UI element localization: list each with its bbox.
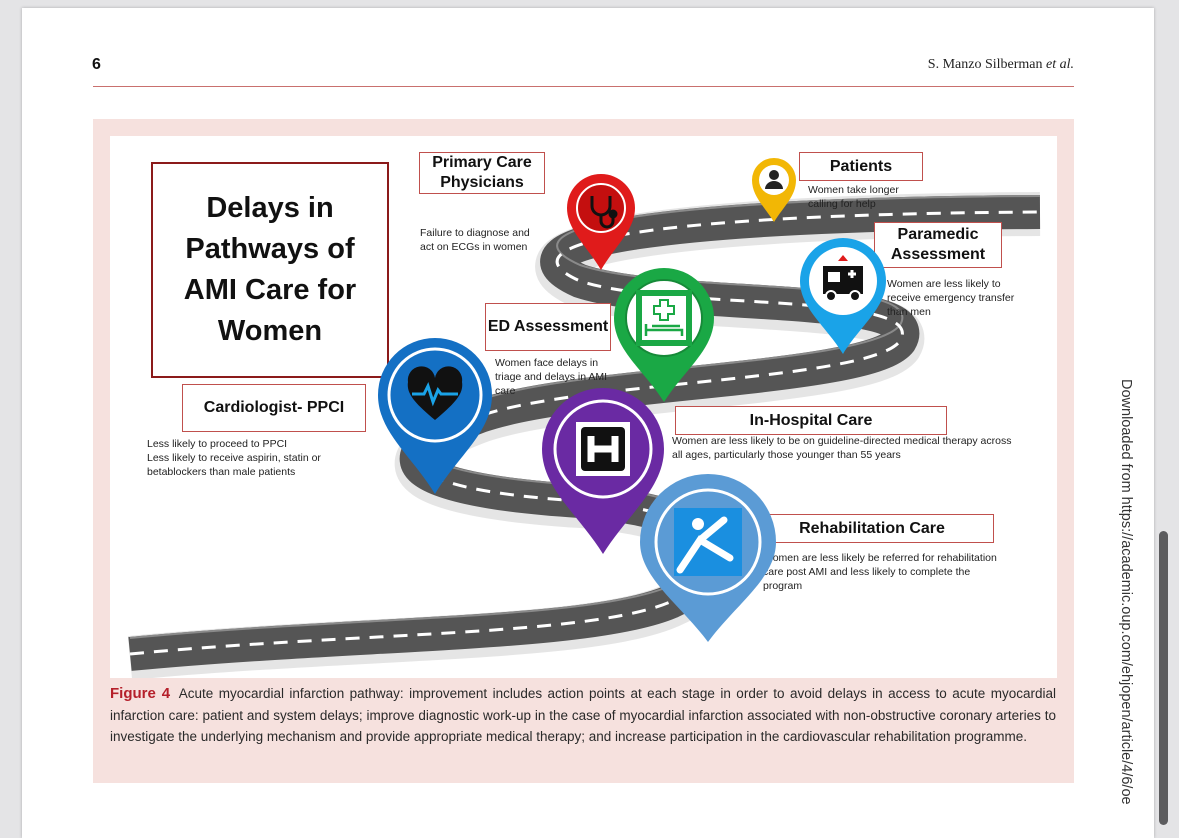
figure-title: Delays in Pathways of AMI Care for Women <box>183 192 357 347</box>
caption-text: Acute myocardial infarction pathway: imp… <box>110 686 1056 744</box>
figure-title-box: Delays in Pathways of AMI Care for Women <box>151 162 389 378</box>
pin-cardiologist <box>378 338 492 494</box>
pin-patients <box>752 158 796 222</box>
label-cardiologist: Cardiologist- PPCI <box>182 384 366 432</box>
label-primary-care: Primary Care Physicians <box>419 152 545 194</box>
label-in-hospital: In-Hospital Care <box>675 406 947 435</box>
desc-rehabilitation: Women are less likely be referred for re… <box>763 552 997 592</box>
download-note: Downloaded from https://academic.oup.com… <box>1118 379 1134 805</box>
pin-ed <box>614 268 714 402</box>
pin-in-hospital <box>542 388 664 554</box>
running-head-author: S. Manzo Silberman <box>927 57 1043 72</box>
desc-ed: Women face delays in triage and delays i… <box>495 357 608 397</box>
desc-patients: Women take longer calling for help <box>808 184 899 210</box>
person-icon <box>765 170 783 189</box>
figure-caption: Figure 4 Acute myocardial infarction pat… <box>110 683 1056 748</box>
desc-in-hospital: Women are less likely to be on guideline… <box>672 435 1012 461</box>
running-head-etal: et al. <box>1046 57 1074 72</box>
desc-cardiologist: Less likely to proceed to PPCI Less like… <box>147 438 321 478</box>
heart-ecg-icon <box>407 366 463 420</box>
hospital-h-icon <box>576 422 630 476</box>
hospital-bed-icon <box>636 290 692 346</box>
page-number: 6 <box>92 56 101 73</box>
desc-primary-care: Failure to diagnose and act on ECGs in w… <box>420 227 530 253</box>
figure-label: Figure 4 <box>110 685 171 702</box>
stretching-person-icon <box>674 508 742 576</box>
road-surface <box>128 195 1041 671</box>
pin-paramedic <box>800 238 886 354</box>
label-ed: ED Assessment <box>485 303 611 351</box>
header-rule <box>93 86 1074 87</box>
pin-primary-care <box>567 174 635 270</box>
stethoscope-icon <box>590 196 618 229</box>
label-paramedic: Paramedic Assessment <box>874 222 1002 268</box>
pin-rehabilitation <box>640 474 776 642</box>
desc-paramedic: Women are less likely to receive emergen… <box>887 278 1015 318</box>
figure-panel: Delays in Pathways of AMI Care for Women… <box>110 136 1057 678</box>
label-rehabilitation: Rehabilitation Care <box>750 514 994 543</box>
label-patients: Patients <box>799 152 923 181</box>
road-edge <box>129 195 1041 639</box>
running-head: S. Manzo Silberman et al. <box>928 57 1074 73</box>
road-illustration <box>127 192 1041 678</box>
scrollbar-thumb[interactable] <box>1159 531 1168 825</box>
ambulance-icon <box>823 255 863 302</box>
